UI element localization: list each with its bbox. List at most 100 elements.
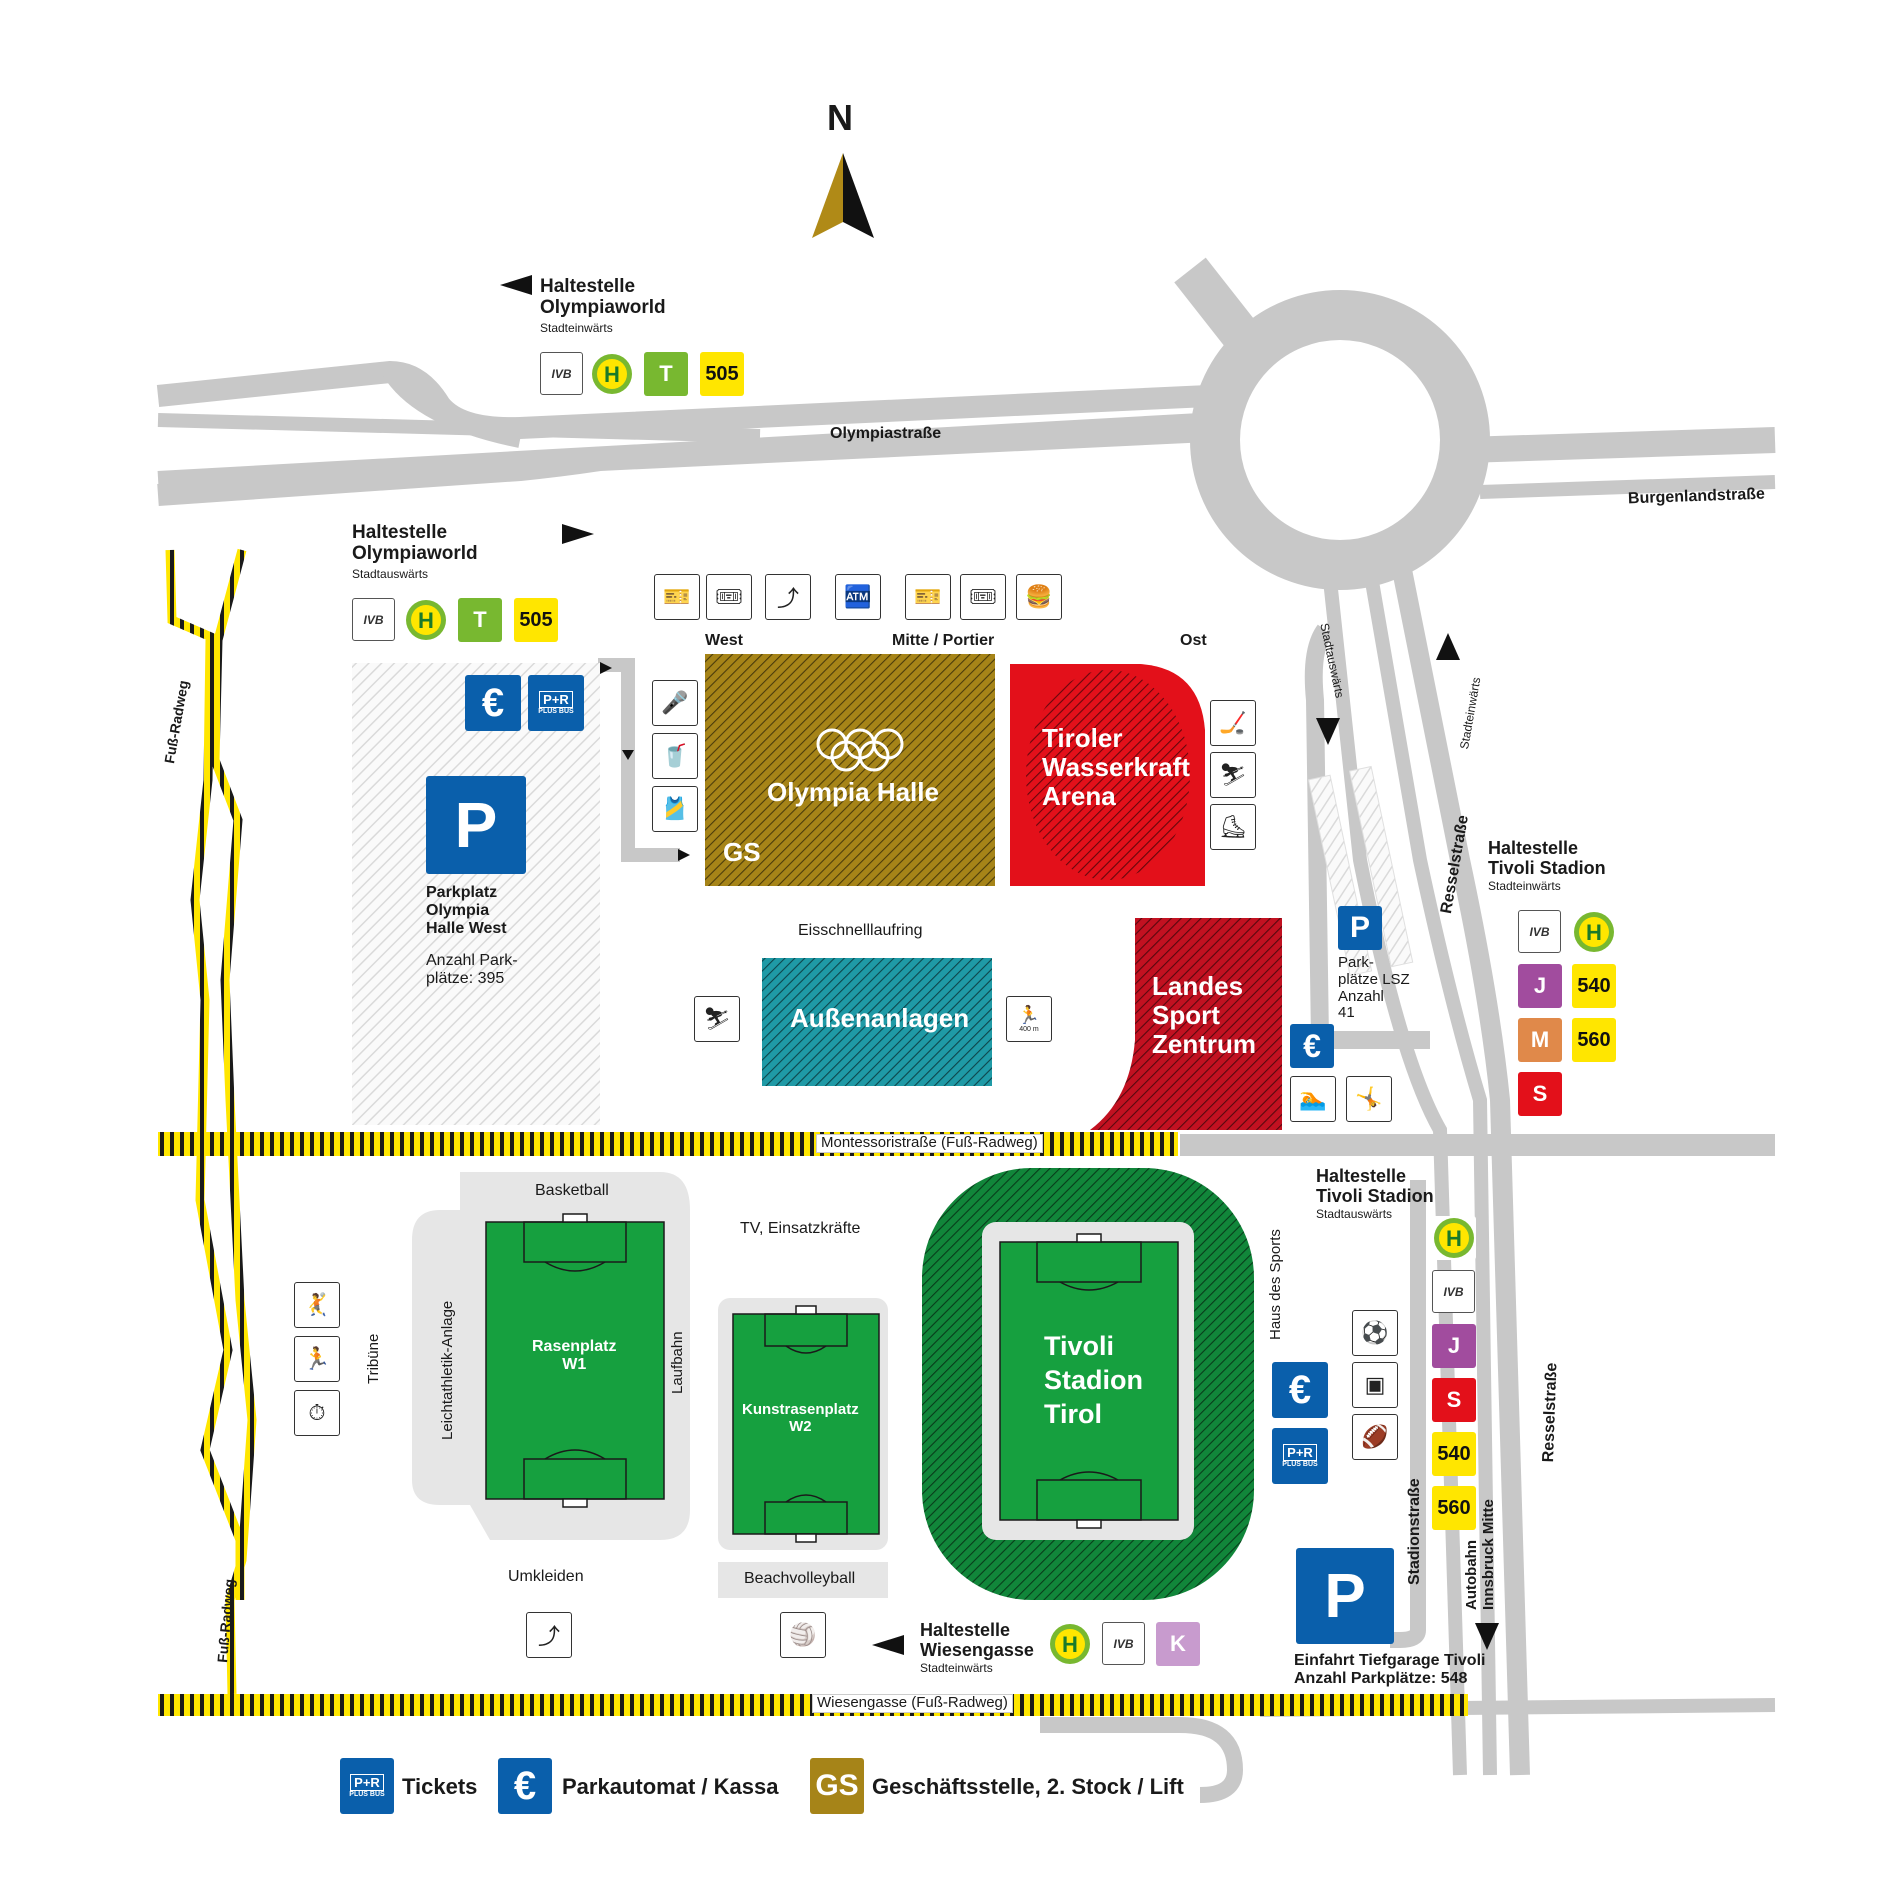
line-badge-560[interactable]: 560 xyxy=(1572,1018,1616,1062)
line-badge-505[interactable]: 505 xyxy=(514,598,558,642)
arena-label: Tiroler Wasserkraft Arena xyxy=(1042,723,1190,812)
road-olympiastrasse: Olympiastraße xyxy=(830,425,942,442)
north-arrow-icon xyxy=(812,153,874,238)
pr-label: P+R xyxy=(350,1774,384,1791)
plusbus-label: PLUS BUS xyxy=(349,1791,385,1798)
running-400m-icon: 🏃400 m xyxy=(1006,996,1052,1042)
parkplatz-west-label: Parkplatz Olympia Halle West xyxy=(426,884,507,937)
umkleiden-label: Umkleiden xyxy=(508,1568,584,1585)
jersey-icon: 🎽 xyxy=(652,786,698,832)
line-badge-560[interactable]: 560 xyxy=(1432,1486,1476,1530)
line-badge-505[interactable]: 505 xyxy=(700,352,744,396)
entrance-west: West xyxy=(705,632,743,649)
stop-tivoli-aus-name: Haltestelle Tivoli Stadion xyxy=(1316,1166,1434,1207)
haus-des-sports-label: Haus des Sports xyxy=(1267,1229,1284,1340)
direction-arrows xyxy=(500,275,1499,1655)
h-text: H xyxy=(604,362,620,387)
microphone-icon: 🎤 xyxy=(652,680,698,726)
food-icon: 🍔 xyxy=(1016,574,1062,620)
laufbahn-label: Laufbahn xyxy=(669,1331,686,1394)
pitch-icon: ▣ xyxy=(1352,1362,1398,1408)
tiefgarage-label: Einfahrt Tiefgarage Tivoli Anzahl Parkpl… xyxy=(1294,1652,1486,1687)
pr-label: P+R xyxy=(539,691,573,708)
bus-stop-h-icon: H xyxy=(590,352,634,396)
tivoli-stadion[interactable] xyxy=(922,1168,1254,1600)
ice-skate-icon: ⛸ xyxy=(1210,804,1256,850)
plusbus-label: PLUS BUS xyxy=(1282,1461,1318,1468)
aussenanlagen[interactable] xyxy=(762,958,992,1086)
stop-tivoli-ein-name: Haltestelle Tivoli Stadion xyxy=(1488,838,1606,879)
north-label: N xyxy=(827,97,853,138)
road-stadionstrasse: Stadionstraße xyxy=(1406,1478,1423,1585)
stopwatch-icon: ⏱ xyxy=(294,1390,340,1436)
road-wiesengasse: Wiesengasse (Fuß-Radweg) xyxy=(812,1694,1013,1713)
pr-label: P+R xyxy=(1283,1444,1317,1461)
landes-sport-zentrum[interactable] xyxy=(1090,918,1282,1130)
euro-icon[interactable]: € xyxy=(465,675,521,731)
swimming-icon: 🏊 xyxy=(1290,1076,1336,1122)
bus-stop-h-icon: H xyxy=(1048,1622,1092,1666)
legend-gs-icon: GS xyxy=(810,1758,864,1814)
tivoli-label: Tivoli Stadion Tirol xyxy=(1044,1331,1143,1429)
olympia-halle-label: Olympia Halle xyxy=(767,777,939,807)
gymnastics-icon: 🤸 xyxy=(1346,1076,1392,1122)
legend-euro-icon: € xyxy=(498,1758,552,1814)
euro-icon[interactable]: € xyxy=(1272,1362,1328,1418)
line-badge-j[interactable]: J xyxy=(1518,964,1562,1008)
ticket-icon: 🎫 xyxy=(905,574,951,620)
bus-stop-h-icon: H xyxy=(404,598,448,642)
cloakroom-icon: ⤴ xyxy=(526,1612,572,1658)
runner-icon: 🏃 xyxy=(294,1336,340,1382)
road-montessori: Montessoristraße (Fuß-Radweg) xyxy=(816,1134,1043,1153)
line-badge-s[interactable]: S xyxy=(1432,1378,1476,1422)
stop-olympiaworld-ein-name: Haltestelle Olympiaworld xyxy=(540,276,666,319)
american-football-helmet-icon: 🏈 xyxy=(1352,1414,1398,1460)
line-badge-t[interactable]: T xyxy=(644,352,688,396)
speed-skating-icon: ⛷ xyxy=(694,996,740,1042)
road-resselstrasse-south: Resselstraße xyxy=(1540,1362,1561,1463)
kunstrasen-label: Kunstrasenplatz W2 xyxy=(742,1401,859,1435)
ticket-icon: 🎫 xyxy=(654,574,700,620)
legend-gs: Geschäftsstelle, 2. Stock / Lift xyxy=(872,1774,1184,1799)
ivb-logo-icon: IVB xyxy=(540,352,583,395)
line-badge-s[interactable]: S xyxy=(1518,1072,1562,1116)
euro-icon[interactable]: € xyxy=(1290,1024,1334,1068)
stop-wiesengasse-name: Haltestelle Wiesengasse xyxy=(920,1620,1034,1661)
ivb-logo-icon: IVB xyxy=(1518,910,1561,953)
parkplatz-west-area xyxy=(352,663,600,1125)
tv-label: TV, Einsatzkräfte xyxy=(740,1220,861,1237)
olympic-rings-icon xyxy=(816,728,904,772)
h-text: H xyxy=(1062,1632,1078,1657)
legend-tickets: Tickets xyxy=(402,1774,478,1799)
h-text: H xyxy=(1446,1226,1462,1251)
lsz-label: Landes Sport Zentrum xyxy=(1152,971,1256,1060)
tiefgarage-p-icon[interactable]: P xyxy=(1296,1548,1394,1644)
line-badge-m[interactable]: M xyxy=(1518,1018,1562,1062)
aussenanlagen-label: Außenanlagen xyxy=(790,1003,970,1033)
atm-icon: 🏧 xyxy=(835,574,881,620)
ivb-logo-icon: IVB xyxy=(352,598,395,641)
gs-label: GS xyxy=(723,837,761,867)
ticket-icon: 🎟 xyxy=(960,574,1006,620)
line-badge-540[interactable]: 540 xyxy=(1432,1432,1476,1476)
stop-olympiaworld-aus-sub: Stadtauswärts xyxy=(352,567,429,581)
kunstrasenplatz-w2[interactable] xyxy=(732,1305,880,1543)
lsz-parking-p-icon[interactable]: P xyxy=(1338,906,1382,950)
rasenplatz-label: Rasenplatz W1 xyxy=(532,1338,617,1373)
stop-olympiaworld-ein-sub: Stadteinwärts xyxy=(540,321,613,335)
stop-tivoli-ein-sub: Stadteinwärts xyxy=(1488,879,1561,893)
line-badge-k[interactable]: K xyxy=(1156,1622,1200,1666)
bus-stop-h-icon: H xyxy=(1432,1216,1476,1260)
parkplatz-west-count: Anzahl Park- plätze: 395 xyxy=(426,952,518,987)
tiroler-wasserkraft-arena[interactable] xyxy=(1010,664,1205,886)
line-badge-j[interactable]: J xyxy=(1432,1324,1476,1368)
line-badge-t[interactable]: T xyxy=(458,598,502,642)
ticket-icon: 🎟 xyxy=(706,574,752,620)
figure-skating-icon: ⛷ xyxy=(1210,752,1256,798)
drink-icon: 🥤 xyxy=(652,733,698,779)
line-badge-540[interactable]: 540 xyxy=(1572,964,1616,1008)
parking-p-icon[interactable]: P xyxy=(426,776,526,874)
rasenplatz-w1[interactable] xyxy=(485,1213,665,1508)
